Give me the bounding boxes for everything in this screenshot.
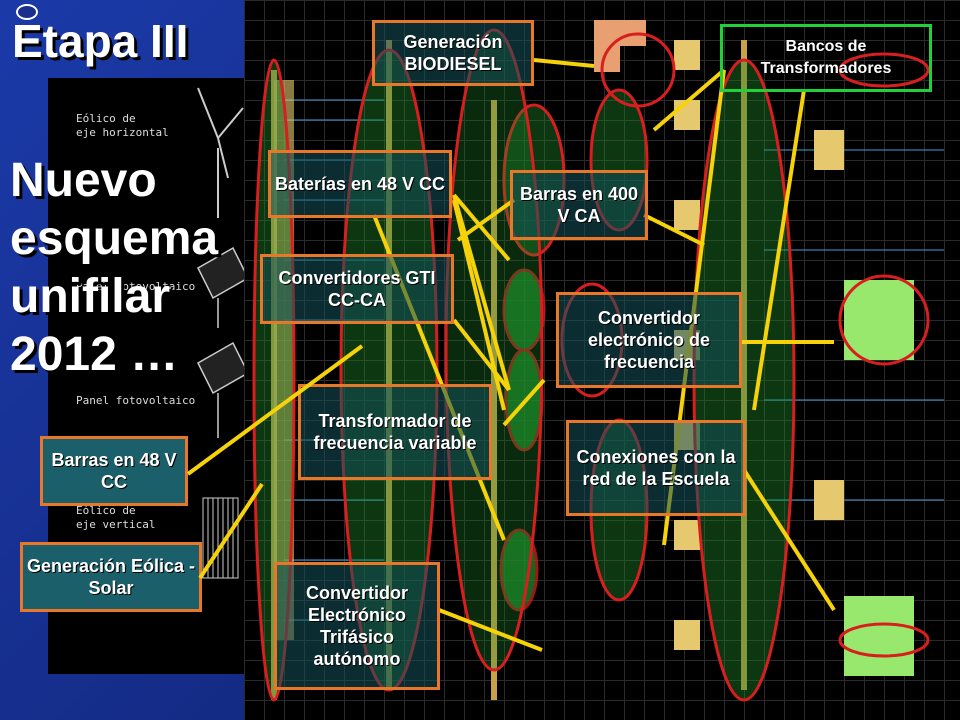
eolico-v-label-2: eje vertical <box>76 518 156 531</box>
panel-label-1: Panel fotovoltaico <box>76 280 196 293</box>
wind-turbine-icon <box>197 87 244 218</box>
label-gen-biodiesel: Generación BIODIESEL <box>372 20 534 86</box>
vertical-wind-icon <box>202 497 239 579</box>
green-blocks <box>844 280 914 676</box>
subtitle-line-3: unifilar <box>10 270 171 323</box>
subtitle-line-4: 2012 … <box>10 328 179 381</box>
slide-subtitle: Nuevo esquema unifilar 2012 … <box>10 152 218 384</box>
label-conv-frecuencia: Convertidor electrónico de frecuencia <box>556 292 742 388</box>
subtitle-line-2: esquema <box>10 212 219 265</box>
panel-label-2: Panel fotovoltaico <box>76 394 196 407</box>
bullet-icon <box>16 4 38 20</box>
label-bancos: Bancos de Transformadores <box>720 24 932 92</box>
subtitle-line-1: Nuevo <box>10 154 157 207</box>
label-baterias: Baterías en 48 V CC <box>268 150 452 218</box>
eolico-h-label-2: eje horizontal <box>76 126 169 139</box>
label-gen-eolica: Generación Eólica - Solar <box>20 542 202 612</box>
label-conv-trifasico: Convertidor Electrónico Trifásico autóno… <box>274 562 440 690</box>
slide-title: Etapa III <box>12 15 189 67</box>
eolico-h-label-1: Eólico de <box>76 112 136 125</box>
label-barras48: Barras en 48 V CC <box>40 436 188 506</box>
label-barras400: Barras en 400 V CA <box>510 170 648 240</box>
label-transformador: Transformador de frecuencia variable <box>298 384 492 480</box>
eolico-v-label-1: Eólico de <box>76 504 136 517</box>
label-convertidores-gti: Convertidores GTI CC-CA <box>260 254 454 324</box>
label-conexiones: Conexiones con la red de la Escuela <box>566 420 746 516</box>
